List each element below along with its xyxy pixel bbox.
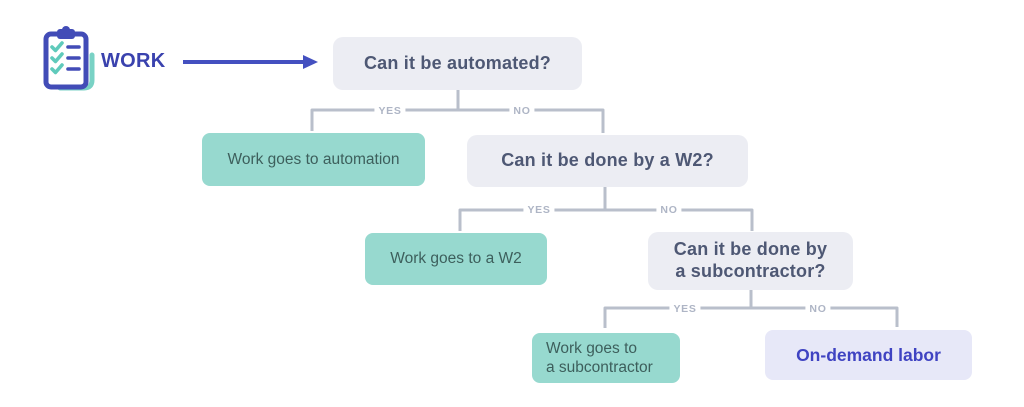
node-question-subcontractor: Can it be done by a subcontractor? — [648, 232, 853, 290]
node-outcome-subcontractor-line2: a subcontractor — [546, 359, 653, 376]
node-outcome-on-demand-labor: On-demand labor — [765, 330, 972, 380]
node-outcome-on-demand-labor-text: On-demand labor — [796, 344, 941, 365]
connector-w2-branch — [458, 187, 754, 231]
work-clipboard-icon — [43, 26, 95, 91]
branch-label-no: NO — [805, 303, 831, 315]
connector-subcontractor-branch — [603, 290, 899, 328]
arrow-right-icon — [183, 55, 318, 69]
node-question-w2: Can it be done by a W2? — [467, 135, 748, 187]
branch-label-no: NO — [656, 204, 682, 216]
node-question-automated-text: Can it be automated? — [363, 52, 551, 73]
branch-label-yes: YES — [523, 204, 555, 216]
node-outcome-w2: Work goes to a W2 — [365, 233, 547, 285]
node-question-automated: Can it be automated? — [333, 37, 582, 90]
node-outcome-automation-text: Work goes to automation — [227, 150, 400, 168]
node-outcome-automation: Work goes to automation — [202, 133, 425, 186]
node-question-subcontractor-line1: Can it be done by — [673, 239, 828, 260]
node-question-w2-text: Can it be done by a W2? — [501, 150, 714, 171]
branch-label-yes: YES — [669, 303, 701, 315]
work-label: WORK — [101, 50, 166, 72]
node-outcome-subcontractor: Work goes to a subcontractor — [532, 333, 680, 383]
node-question-subcontractor-line2: a subcontractor? — [675, 261, 826, 281]
node-outcome-w2-text: Work goes to a W2 — [390, 250, 522, 268]
branch-label-no: NO — [509, 105, 535, 117]
node-outcome-subcontractor-line1: Work goes to — [546, 339, 638, 357]
branch-label-yes: YES — [374, 105, 406, 117]
connector-automated-branch — [310, 90, 605, 133]
